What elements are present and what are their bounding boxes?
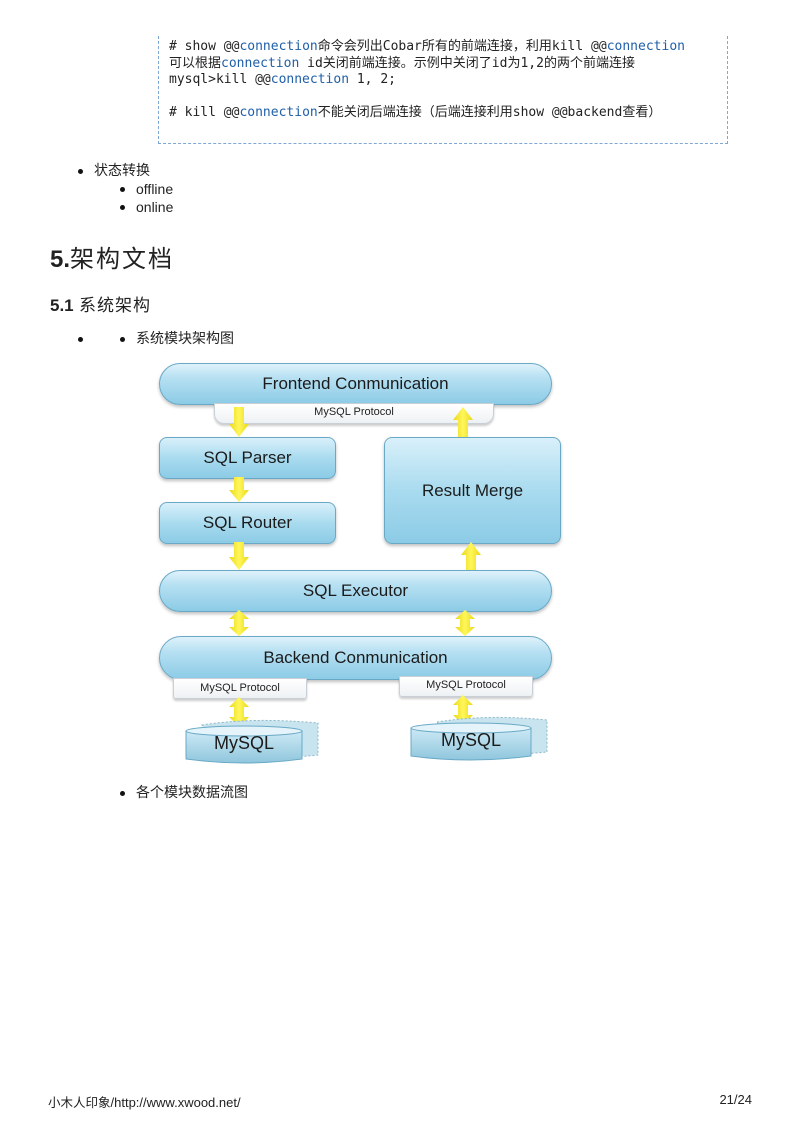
code-text: mysql>kill @@ [169,72,271,87]
mysql-database-left: MySQL [184,719,324,765]
arch-list: 系统模块架构图 [78,330,234,348]
merge-label: Result Merge [421,481,524,500]
footer-site-name: 小木人印象 [48,1095,111,1110]
code-text: # show @@ [169,39,240,54]
bullet-icon [78,169,83,174]
executor-label: SQL Executor [302,581,409,600]
code-line: # kill @@connection不能关闭后端连接（后端连接利用show @… [169,105,727,122]
status-list: 状态转换 offline online [78,162,173,216]
code-text: 的两个前端连接 [543,55,635,71]
code-text: 不能关闭后端连接（后端连接利用 [317,105,513,120]
code-text: 关闭前端连接。示例中关闭了 [322,55,492,71]
mysql-protocol-top: MySQL Protocol [214,403,494,424]
arrow-bidirectional-icon [229,610,249,636]
database-icon [410,716,548,761]
protocol-label: MySQL Protocol [426,679,506,691]
code-text: id [299,55,323,71]
protocol-label: MySQL Protocol [314,406,394,418]
bullet-icon [120,187,125,192]
bullet-icon [120,205,125,210]
code-line: 可以根据connection id关闭前端连接。示例中关闭了id为1,2的两个前… [169,56,727,73]
bullet-icon [120,791,125,796]
arrow-up-icon [453,407,473,437]
backend-communication-module: Backend Conmunication [159,636,552,680]
list-item: 各个模块数据流图 [78,784,248,802]
arrow-bidirectional-icon [455,610,475,636]
arrow-bidirectional-icon [453,695,473,725]
arrow-bidirectional-icon [229,697,249,727]
list-item: 系统模块架构图 [78,330,234,348]
sql-executor-module: SQL Executor [159,570,552,612]
arrow-down-icon [229,542,249,570]
subsection-heading: 5.1 系统架构 [50,295,151,317]
code-text: kill @@ [551,39,607,54]
db-label: MySQL [213,733,274,753]
code-text: id [491,55,508,71]
dataflow-list: 各个模块数据流图 [78,784,248,802]
arrow-up-icon [461,542,481,570]
footer-site-url[interactable]: /http://www.xwood.net/ [110,1095,241,1110]
subsection-number: 5.1 [50,296,74,315]
page-number: 21/24 [719,1092,752,1107]
code-text: 1, 2; [349,72,396,87]
status-online: online [136,199,174,215]
code-keyword: connection [239,39,318,54]
code-line: mysql>kill @@connection 1, 2; [169,72,727,89]
router-label: SQL Router [202,513,293,532]
sql-router-module: SQL Router [159,502,336,544]
status-offline: offline [136,181,174,197]
code-line [169,89,727,106]
code-text: 所有的前端连接，利用 [421,39,552,54]
list-item: online [78,198,173,216]
list-item: offline [78,180,173,198]
section-title: 架构文档 [70,245,175,273]
code-text: Cobar [382,39,422,54]
code-block: # show @@connection命令会列出Cobar所有的前端连接，利用k… [158,36,728,144]
code-text: show @@backend [512,105,623,120]
dataflow-item-label: 各个模块数据流图 [136,785,248,801]
architecture-diagram: Frontend Conmunication MySQL Protocol SQ… [150,355,570,775]
code-text: # kill @@ [169,105,240,120]
arrow-down-icon [229,407,249,437]
code-line: # show @@connection命令会列出Cobar所有的前端连接，利用k… [169,39,727,56]
mysql-protocol-right: MySQL Protocol [399,676,533,697]
arch-item-label: 系统模块架构图 [136,331,234,347]
code-keyword: connection [221,55,300,71]
mysql-protocol-left: MySQL Protocol [173,678,307,699]
bullet-icon [120,337,125,342]
section-heading: 5.架构文档 [50,244,174,275]
sql-parser-module: SQL Parser [159,437,336,479]
mysql-database-right: MySQL [409,716,549,762]
result-merge-module: Result Merge [384,437,561,544]
section-number: 5. [50,246,71,273]
subsection-title: 系统架构 [79,296,152,316]
list-item: 状态转换 [78,162,173,180]
database-icon [185,719,319,764]
db-label: MySQL [440,730,501,750]
bullet-icon [78,337,83,342]
arrow-down-icon [229,477,249,502]
backend-label: Backend Conmunication [263,648,448,667]
status-list-label: 状态转换 [94,163,150,179]
code-keyword: connection [270,72,350,87]
code-text: 1,2 [520,55,544,71]
code-text: 命令会列出 [317,39,383,54]
code-text: 可以根据 [169,55,222,71]
protocol-label: MySQL Protocol [200,682,280,694]
footer-site: 小木人印象/http://www.xwood.net/ [48,1092,241,1111]
code-text: 为 [507,55,521,71]
code-text: 查看） [622,105,662,120]
code-keyword: connection [239,105,318,120]
code-keyword: connection [606,39,685,54]
frontend-label: Frontend Conmunication [262,374,449,393]
frontend-communication-module: Frontend Conmunication [159,363,552,405]
parser-label: SQL Parser [203,448,292,467]
